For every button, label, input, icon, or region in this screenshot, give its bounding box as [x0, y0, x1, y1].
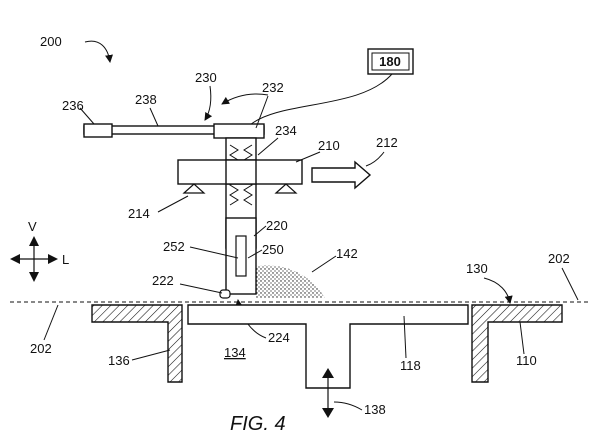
ref-130-arrow	[484, 278, 510, 303]
ref-222-label: 222	[152, 273, 174, 288]
ref-210-leader	[296, 152, 320, 162]
direction-v-label: V	[28, 219, 37, 234]
sensor-252	[236, 236, 246, 276]
ref-252-label: 252	[163, 239, 185, 254]
foot-left	[184, 184, 204, 193]
figure-caption: FIG. 4	[230, 413, 286, 435]
ref-236-label: 236	[62, 98, 84, 113]
direction-left-arrowhead	[10, 254, 20, 264]
blade-tip-222	[220, 290, 230, 298]
ref-200-label: 200	[40, 34, 62, 49]
ref-202-right-leader	[562, 268, 578, 300]
ref-224-label: 224	[268, 330, 290, 345]
arm-end-236	[84, 124, 112, 137]
direction-l-label: L	[62, 252, 69, 267]
ref-136-label: 136	[108, 353, 130, 368]
ref-214-leader	[158, 196, 188, 212]
rotation-arrow	[222, 94, 268, 104]
actuator-arrow-down	[322, 408, 334, 418]
ref-142-label: 142	[336, 246, 358, 261]
direction-right-arrowhead	[48, 254, 58, 264]
ref-200-arrow	[85, 41, 110, 62]
ref-130-label: 130	[466, 261, 488, 276]
ref-138-label: 138	[364, 402, 386, 417]
ref-234-label: 234	[275, 123, 297, 138]
ref-202-right-label: 202	[548, 251, 570, 266]
direction-up-arrowhead	[29, 236, 39, 246]
wall-110	[472, 305, 562, 382]
ref-234-leader	[258, 138, 278, 155]
wall-136	[92, 305, 182, 382]
direction-down-arrowhead	[29, 272, 39, 282]
ref-110-leader	[520, 322, 524, 354]
carriage-collar	[226, 160, 256, 184]
ref-136-leader	[132, 350, 170, 360]
controller-box-label: 180	[379, 54, 401, 69]
ref-236-leader	[80, 108, 94, 124]
ref-222-leader	[180, 284, 222, 293]
ref-138-leader	[334, 402, 362, 410]
ref-210-label: 210	[318, 138, 340, 153]
ref-118-label: 118	[400, 358, 421, 373]
ref-230-arrow	[205, 86, 211, 120]
ref-202-left-label: 202	[30, 341, 52, 356]
ref-238-label: 238	[135, 92, 157, 107]
ref-232-leader	[256, 96, 268, 128]
ref-142-leader	[312, 256, 336, 272]
ref-238-leader	[150, 108, 158, 126]
ref-134-label: 134	[224, 345, 246, 360]
ref-202-left-leader	[44, 305, 58, 340]
ref-110-label: 110	[516, 353, 537, 368]
ref-230-label: 230	[195, 70, 217, 85]
ref-220-label: 220	[266, 218, 288, 233]
ref-232-label: 232	[262, 80, 284, 95]
ref-250-label: 250	[262, 242, 284, 257]
foot-right	[276, 184, 296, 193]
motion-arrow-212	[312, 162, 370, 188]
ref-214-label: 214	[128, 206, 150, 221]
ref-212-leader	[366, 152, 384, 166]
ref-212-label: 212	[376, 135, 398, 150]
